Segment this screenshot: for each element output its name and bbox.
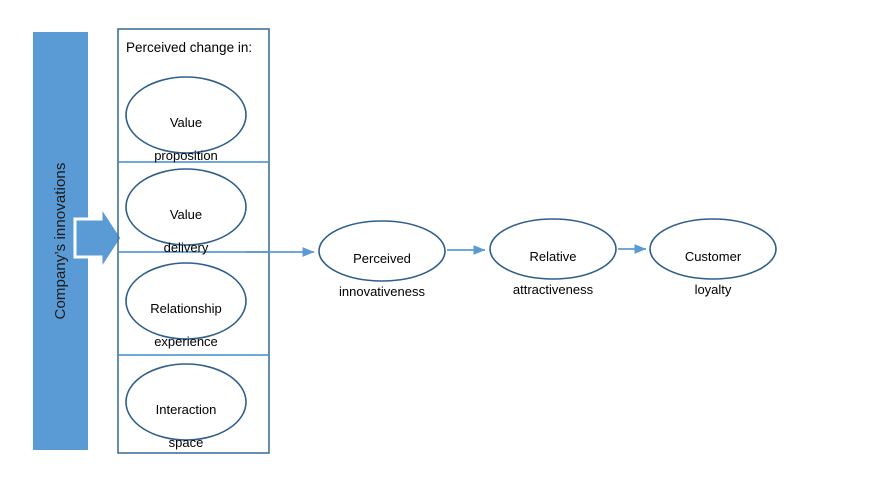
node-relative-attractiveness[interactable] bbox=[489, 218, 617, 280]
node-relationship-experience[interactable] bbox=[125, 262, 247, 340]
perceived-change-panel bbox=[117, 28, 270, 454]
node-value-proposition[interactable] bbox=[125, 76, 247, 154]
node-perceived-innovativeness[interactable] bbox=[318, 220, 446, 282]
feed-arrow-icon bbox=[73, 200, 124, 276]
node-interaction-space[interactable] bbox=[125, 363, 247, 441]
source-band-label: Company’s innovations bbox=[52, 162, 69, 320]
outcome-chain-group bbox=[318, 218, 777, 282]
node-customer-loyalty[interactable] bbox=[649, 218, 777, 280]
panel-header-label: Perceived change in: bbox=[126, 40, 253, 55]
panel-border bbox=[117, 28, 270, 454]
node-value-delivery[interactable] bbox=[125, 168, 247, 246]
connectors-group bbox=[246, 244, 647, 257]
source-band-group bbox=[33, 32, 124, 450]
